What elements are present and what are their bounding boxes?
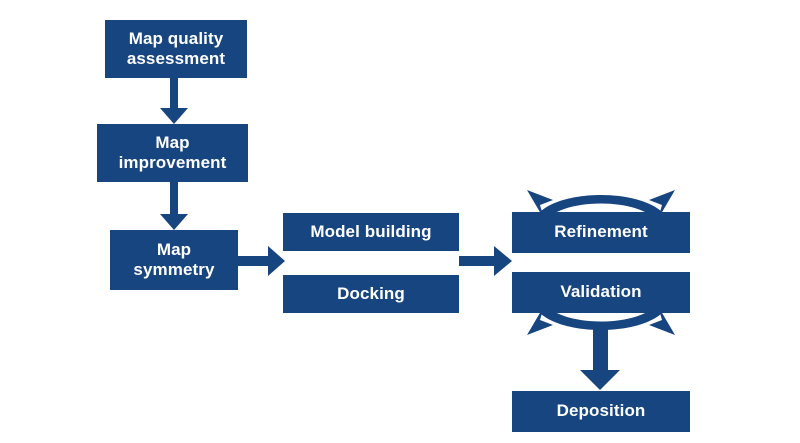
node-refinement[interactable]: Refinement bbox=[512, 212, 690, 253]
node-label-validation: Validation bbox=[560, 282, 642, 302]
node-docking[interactable]: Docking bbox=[283, 275, 459, 313]
arrow-assessment-to-improvement bbox=[160, 78, 188, 124]
node-label-map-quality-assessment: Map quality assessment bbox=[126, 28, 226, 68]
node-map-quality-assessment[interactable]: Map quality assessment bbox=[105, 20, 247, 78]
arrow-validation-to-deposition bbox=[580, 322, 620, 390]
node-model-building[interactable]: Model building bbox=[283, 213, 459, 251]
node-validation[interactable]: Validation bbox=[512, 272, 690, 313]
node-label-map-symmetry: Map symmetry bbox=[133, 239, 215, 279]
arrow-symmetry-to-building bbox=[238, 246, 285, 276]
node-deposition[interactable]: Deposition bbox=[512, 391, 690, 432]
node-label-refinement: Refinement bbox=[554, 222, 648, 242]
node-map-improvement[interactable]: Map improvement bbox=[97, 124, 248, 182]
node-label-map-improvement: Map improvement bbox=[118, 132, 227, 172]
node-map-symmetry[interactable]: Map symmetry bbox=[110, 230, 238, 290]
arrow-building-to-refinement bbox=[459, 246, 512, 276]
node-label-model-building: Model building bbox=[310, 221, 432, 241]
node-label-docking: Docking bbox=[337, 283, 405, 303]
node-label-deposition: Deposition bbox=[556, 401, 646, 421]
arrow-improvement-to-symmetry bbox=[160, 182, 188, 230]
